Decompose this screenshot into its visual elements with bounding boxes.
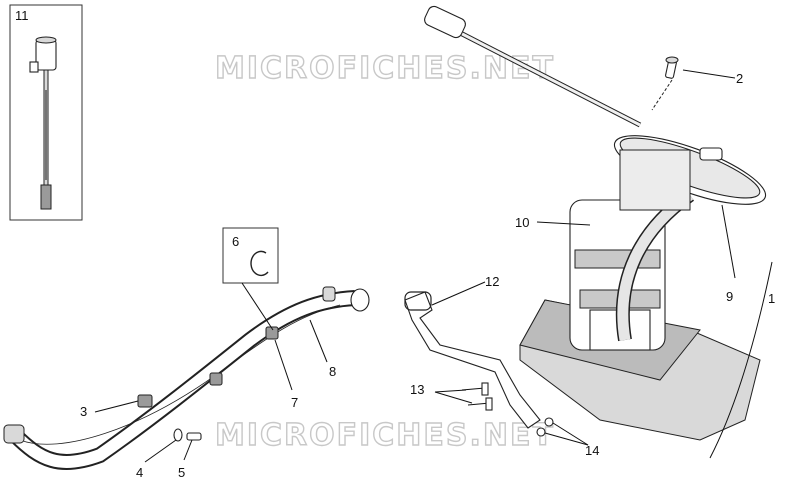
bracket-part-12: [404, 291, 541, 429]
callout-13: 13: [410, 382, 424, 397]
callout-5: 5: [178, 465, 185, 480]
watermark-bottom: MICROFICHES.NET: [215, 418, 555, 453]
callout-4: 4: [136, 465, 143, 480]
callout-10: 10: [515, 215, 529, 230]
screw-part-5: [186, 432, 202, 441]
fuel-hose-part-8: [3, 286, 370, 470]
callout-6: 6: [232, 234, 239, 249]
inset-box-6: [222, 227, 279, 284]
callout-2: 2: [736, 71, 743, 86]
level-sender-drawing: [29, 36, 57, 210]
leader-lines: [94, 69, 736, 463]
assembly-bracket-1: [709, 261, 773, 459]
callout-12: 12: [485, 274, 499, 289]
inset-box-11: [9, 4, 83, 221]
washer-part-4: [173, 428, 183, 442]
callout-1: 1: [768, 291, 775, 306]
callout-14: 14: [585, 443, 599, 458]
callout-11: 11: [15, 8, 29, 23]
callout-9: 9: [726, 289, 733, 304]
clip-drawing: [250, 250, 269, 277]
nuts-part-14: [536, 417, 554, 437]
callout-3: 3: [80, 404, 87, 419]
fuel-pump-assembly: [424, 5, 767, 441]
callout-7: 7: [291, 395, 298, 410]
screw-part-2: [665, 56, 679, 79]
watermark-top: MICROFICHES.NET: [215, 51, 555, 86]
callout-8: 8: [329, 364, 336, 379]
bolts-part-13: [461, 382, 493, 411]
